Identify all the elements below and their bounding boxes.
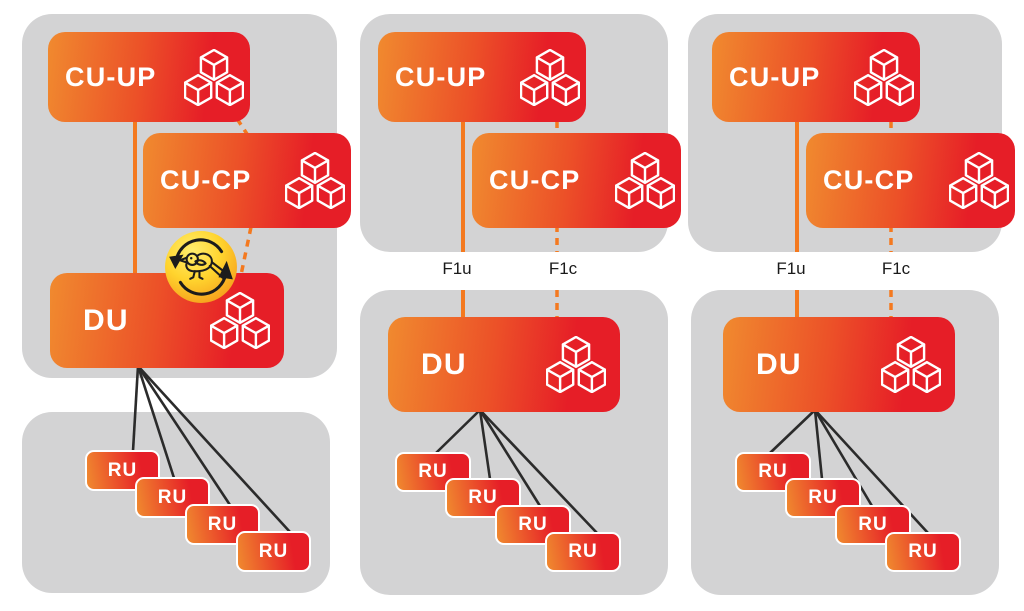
cubes-icon: [285, 152, 345, 209]
ru-box: RU: [885, 532, 961, 572]
du-label: DU: [83, 303, 129, 337]
cu-cp-label: CU-CP: [489, 165, 581, 195]
canary-bird-refresh-icon: [164, 230, 238, 304]
f1c-label: F1c: [881, 259, 911, 278]
ru-label: RU: [758, 461, 788, 482]
ru-box: RU: [445, 478, 521, 518]
right-du-box: DU: [723, 317, 955, 412]
f1u-label: F1u: [442, 259, 472, 278]
left-cu-up-box: CU-UP: [48, 32, 250, 122]
du-label: DU: [421, 347, 467, 381]
ru-label: RU: [107, 459, 138, 481]
ru-box: RU: [545, 532, 621, 572]
ru-box: RU: [236, 531, 311, 572]
ru-label: RU: [568, 541, 598, 562]
ru-label: RU: [418, 461, 448, 482]
cu-cp-label: CU-CP: [160, 165, 252, 195]
ru-box: RU: [185, 504, 260, 545]
ru-box: RU: [85, 450, 160, 491]
left-cu-cp-box: CU-CP: [143, 133, 351, 228]
ru-label: RU: [908, 541, 938, 562]
cu-cp-label: CU-CP: [823, 165, 915, 195]
f1u-label: F1u: [776, 259, 806, 278]
middle-cu-cp-box: CU-CP: [472, 133, 681, 228]
cubes-icon: [520, 49, 580, 106]
cubes-icon: [615, 152, 675, 209]
du-label: DU: [756, 347, 802, 381]
cubes-icon: [949, 152, 1009, 209]
cubes-icon: [854, 49, 914, 106]
ru-label: RU: [258, 540, 289, 562]
right-cu-up-box: CU-UP: [712, 32, 920, 122]
left-du-box: DU: [50, 273, 284, 368]
ru-label: RU: [157, 486, 188, 508]
cubes-icon: [546, 336, 606, 393]
ru-label: RU: [808, 487, 838, 508]
cu-up-label: CU-UP: [729, 61, 821, 92]
cubes-icon: [184, 49, 244, 106]
middle-cu-up-box: CU-UP: [378, 32, 586, 122]
ru-label: RU: [207, 513, 238, 535]
right-cu-cp-box: CU-CP: [806, 133, 1015, 228]
ru-label: RU: [468, 487, 498, 508]
f1c-label: F1c: [548, 259, 578, 278]
cu-up-label: CU-UP: [65, 61, 157, 92]
cubes-icon: [881, 336, 941, 393]
ru-box: RU: [495, 505, 571, 545]
cu-up-label: CU-UP: [395, 61, 487, 92]
ru-label: RU: [518, 514, 548, 535]
middle-du-box: DU: [388, 317, 620, 412]
ru-label: RU: [858, 514, 888, 535]
